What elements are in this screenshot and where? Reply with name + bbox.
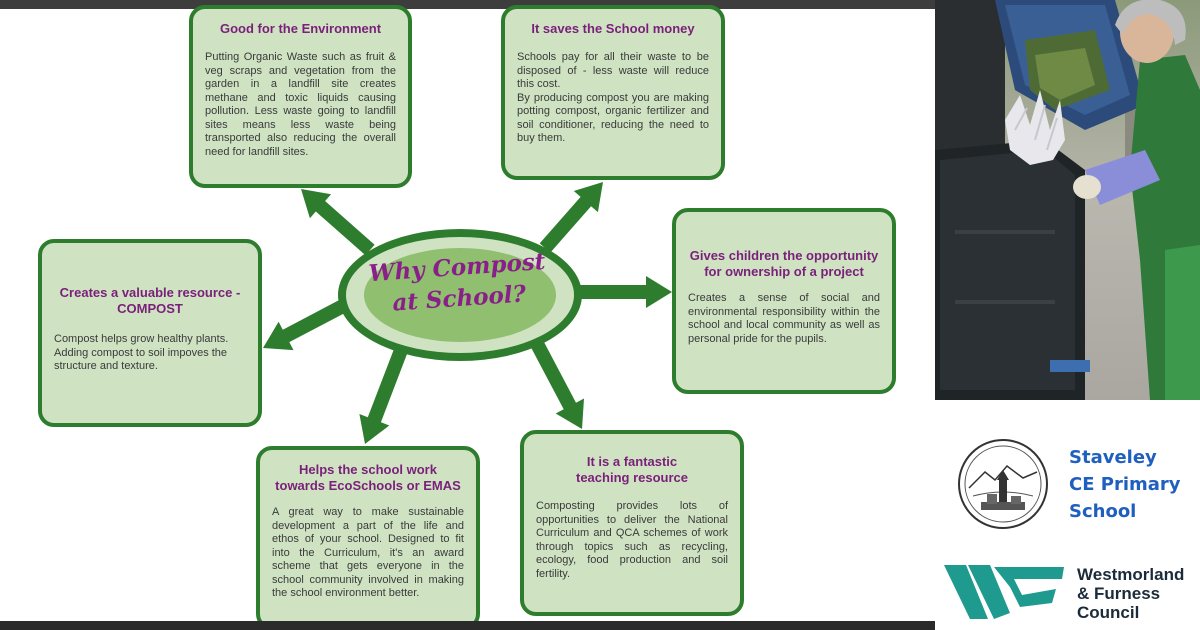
gardener-icon [1073, 0, 1200, 400]
council-name: Westmorland & Furness Council [1077, 565, 1185, 622]
bottom-frame-bar [0, 621, 935, 630]
council-logo-icon [944, 565, 1064, 619]
card-valuable-resource: Creates a valuable resource - COMPOST Co… [38, 239, 262, 427]
hub-center [364, 248, 556, 342]
diagram-arrows [263, 182, 672, 444]
card-body: Composting provides lots of opportunitie… [536, 500, 728, 580]
card-title: Helps the school work towards EcoSchools… [275, 462, 461, 493]
card-title: It saves the School money [531, 21, 695, 36]
spoke-arrows [263, 182, 672, 444]
card-good-for-environment: Good for the Environment Putting Organic… [189, 5, 412, 188]
arrow-to-money [539, 182, 603, 253]
card-teaching-resource: It is a fantastic teaching resource Comp… [520, 430, 744, 616]
top-frame-bar [0, 0, 935, 9]
compost-diagram: Good for the Environment Putting Organic… [0, 0, 935, 630]
person-composting-icon [935, 0, 1200, 400]
composting-photo [935, 0, 1200, 400]
card-body: Putting Organic Waste such as fruit & ve… [205, 51, 396, 158]
card-ecoschools-emas: Helps the school work towards EcoSchools… [256, 446, 480, 630]
card-ownership-of-project: Gives children the opportunity for owner… [672, 208, 896, 394]
card-body: Creates a sense of social and environmen… [688, 292, 880, 345]
school-name: Staveley CE Primary School [1069, 447, 1181, 522]
card-title: Good for the Environment [219, 21, 382, 36]
card-saves-money: It saves the School money Schools pay fo… [501, 5, 725, 180]
card-body: A great way to make sustainable developm… [272, 506, 464, 599]
card-body: Compost helps grow healthy plants. Addin… [54, 333, 229, 372]
arrow-to-teaching [528, 336, 584, 429]
arrow-to-ownership [578, 276, 672, 308]
hub-title: Why Compost at School? [367, 247, 547, 317]
shredded-paper-icon [1005, 90, 1065, 165]
arrow-to-environment [301, 189, 375, 256]
card-title: Creates a valuable resource - COMPOST [59, 285, 241, 316]
card-title: Gives children the opportunity for owner… [689, 248, 879, 279]
school-crest-icon [958, 439, 1048, 529]
arrow-to-ecoschools [359, 342, 410, 444]
bin-lid-icon [995, 0, 1145, 130]
card-title: It is a fantastic teaching resource [576, 454, 688, 485]
compost-bin-icon [935, 140, 1090, 400]
arrow-to-resource [263, 299, 347, 351]
card-body: Schools pay for all their waste to be di… [517, 51, 709, 144]
